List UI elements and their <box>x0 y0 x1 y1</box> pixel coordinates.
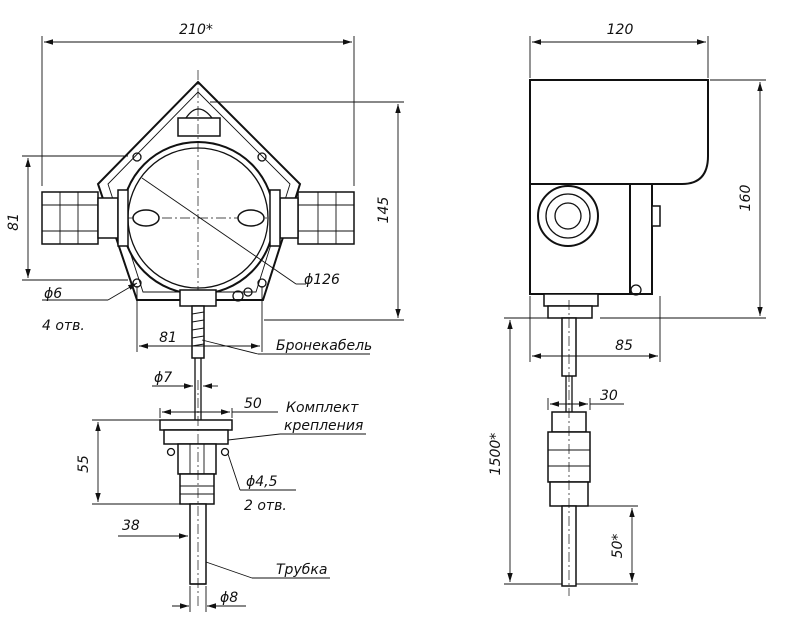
dim-55-label: 55 <box>76 455 92 473</box>
dim-210-label: 210* <box>179 22 213 38</box>
dim-d6-label: ϕ6 <box>44 286 62 302</box>
left-cable-gland <box>41 189 129 247</box>
dim-d45-label: ϕ4,5 <box>246 474 278 490</box>
dim-145-label: 145 <box>376 197 392 224</box>
holes-4-label: 4 отв. <box>42 318 85 334</box>
dim-85-label: 85 <box>615 338 633 354</box>
side-housing <box>529 79 709 185</box>
dim-1500-label: 1500* <box>488 433 504 476</box>
armored-cable-label: Бронекабель <box>276 338 372 354</box>
side-view: 120 160 85 30 1500* 50* <box>488 22 766 596</box>
dim-38-label: 38 <box>122 518 140 534</box>
dim-d126-label: ϕ126 <box>304 272 340 288</box>
mount-kit-label-line1: Комплект <box>286 400 359 416</box>
front-view: 210* 81 145 ϕ126 ϕ6 4 отв. 81 Бронекабел… <box>6 22 404 612</box>
dim-81-vertical-label: 81 <box>6 213 22 231</box>
dim-d7-label: ϕ7 <box>154 370 172 386</box>
dim-50s-label: 50* <box>610 534 626 559</box>
right-cable-gland <box>269 189 355 247</box>
tube-label: Трубка <box>276 562 327 578</box>
dim-81-horizontal-label: 81 <box>159 330 177 346</box>
dim-120-label: 120 <box>607 22 634 38</box>
holes-2-label: 2 отв. <box>244 498 287 514</box>
side-gland <box>537 185 599 247</box>
mounting-kit <box>159 419 233 505</box>
dim-160-label: 160 <box>738 185 754 212</box>
dim-30-label: 30 <box>600 388 618 404</box>
dim-50-label: 50 <box>244 396 262 412</box>
vent-cap <box>177 117 221 137</box>
dim-d8-label: ϕ8 <box>220 590 238 606</box>
mount-kit-label-line2: крепления <box>284 418 363 434</box>
